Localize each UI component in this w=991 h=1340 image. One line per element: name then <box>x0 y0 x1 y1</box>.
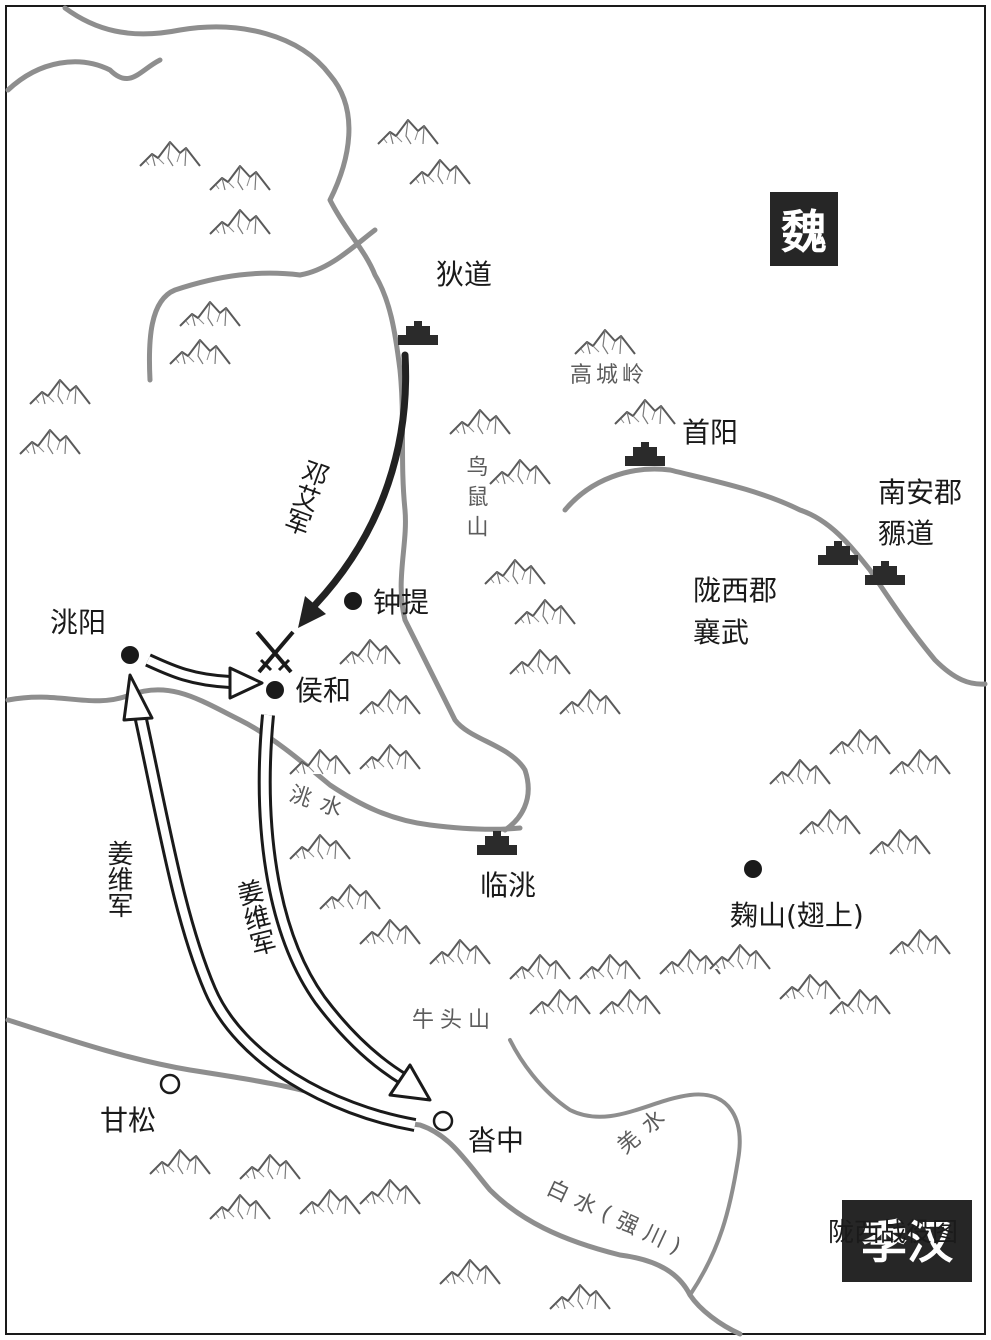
fortress-icon-lintao <box>477 831 517 855</box>
feature-label-bai-shui: 白水(强川) <box>542 1176 691 1263</box>
town-dot-tazhong <box>432 1110 454 1132</box>
river-network <box>5 5 988 1337</box>
fortress-icon-didao <box>398 321 438 345</box>
city-label-tazhong: 沓中 <box>468 1124 524 1157</box>
city-label-gansong: 甘松 <box>100 1104 156 1137</box>
deng-ai-route <box>298 351 410 628</box>
city-label-xiangwu: 襄武 <box>693 616 749 649</box>
map-frame <box>5 5 986 1335</box>
town-dot-houhe <box>266 681 284 699</box>
city-label-juanshan: 麹山(翅上) <box>730 899 864 932</box>
jiang-wei-route-north <box>122 673 417 1132</box>
feature-label-niutou-shan: 牛头山 <box>412 1008 496 1033</box>
feature-label-gaocheng-ling: 高城岭 <box>570 363 648 388</box>
feature-label-wushu-shan: 鸟鼠山 <box>463 455 488 545</box>
fortress-icon-shouyang <box>625 442 665 466</box>
svg-text:魏: 魏 <box>781 205 827 259</box>
town-dot-taoyang <box>121 646 139 664</box>
town-dot-juanshan <box>744 860 762 878</box>
battle-crossed-swords-icon <box>255 630 295 674</box>
city-label-taoyang: 洮阳 <box>50 606 106 639</box>
source-caption: 陇西战役图 <box>828 1218 958 1248</box>
svg-text:季汉: 季汉 <box>861 1215 954 1269</box>
fortress-icon-nananjun <box>818 541 858 565</box>
city-label-huandao: 豲道 <box>878 517 934 550</box>
city-label-nananjun: 南安郡 <box>878 476 962 509</box>
town-dot-gansong <box>159 1073 181 1095</box>
jiang-wei-route-south <box>257 714 432 1102</box>
city-label-houhe: 侯和 <box>295 674 351 707</box>
city-label-zhongti: 钟提 <box>373 586 429 619</box>
state-label-wei: 魏 <box>770 192 838 266</box>
state-label-shu-han: 季汉 <box>842 1200 972 1282</box>
feature-label-tao-shui: 洮水 <box>286 782 355 826</box>
city-label-shouyang: 首阳 <box>682 416 738 449</box>
jiang-wei-route-taoyang-houhe <box>145 653 264 700</box>
town-dot-zhongti <box>344 592 362 610</box>
city-label-didao: 狄道 <box>436 258 492 291</box>
army-label-deng-ai: 邓艾军 <box>277 455 332 539</box>
army-label-jiang-wei-west: 姜维军 <box>103 840 133 918</box>
city-label-longxijun: 陇西郡 <box>693 574 777 607</box>
city-label-lintao: 临洮 <box>480 869 536 902</box>
